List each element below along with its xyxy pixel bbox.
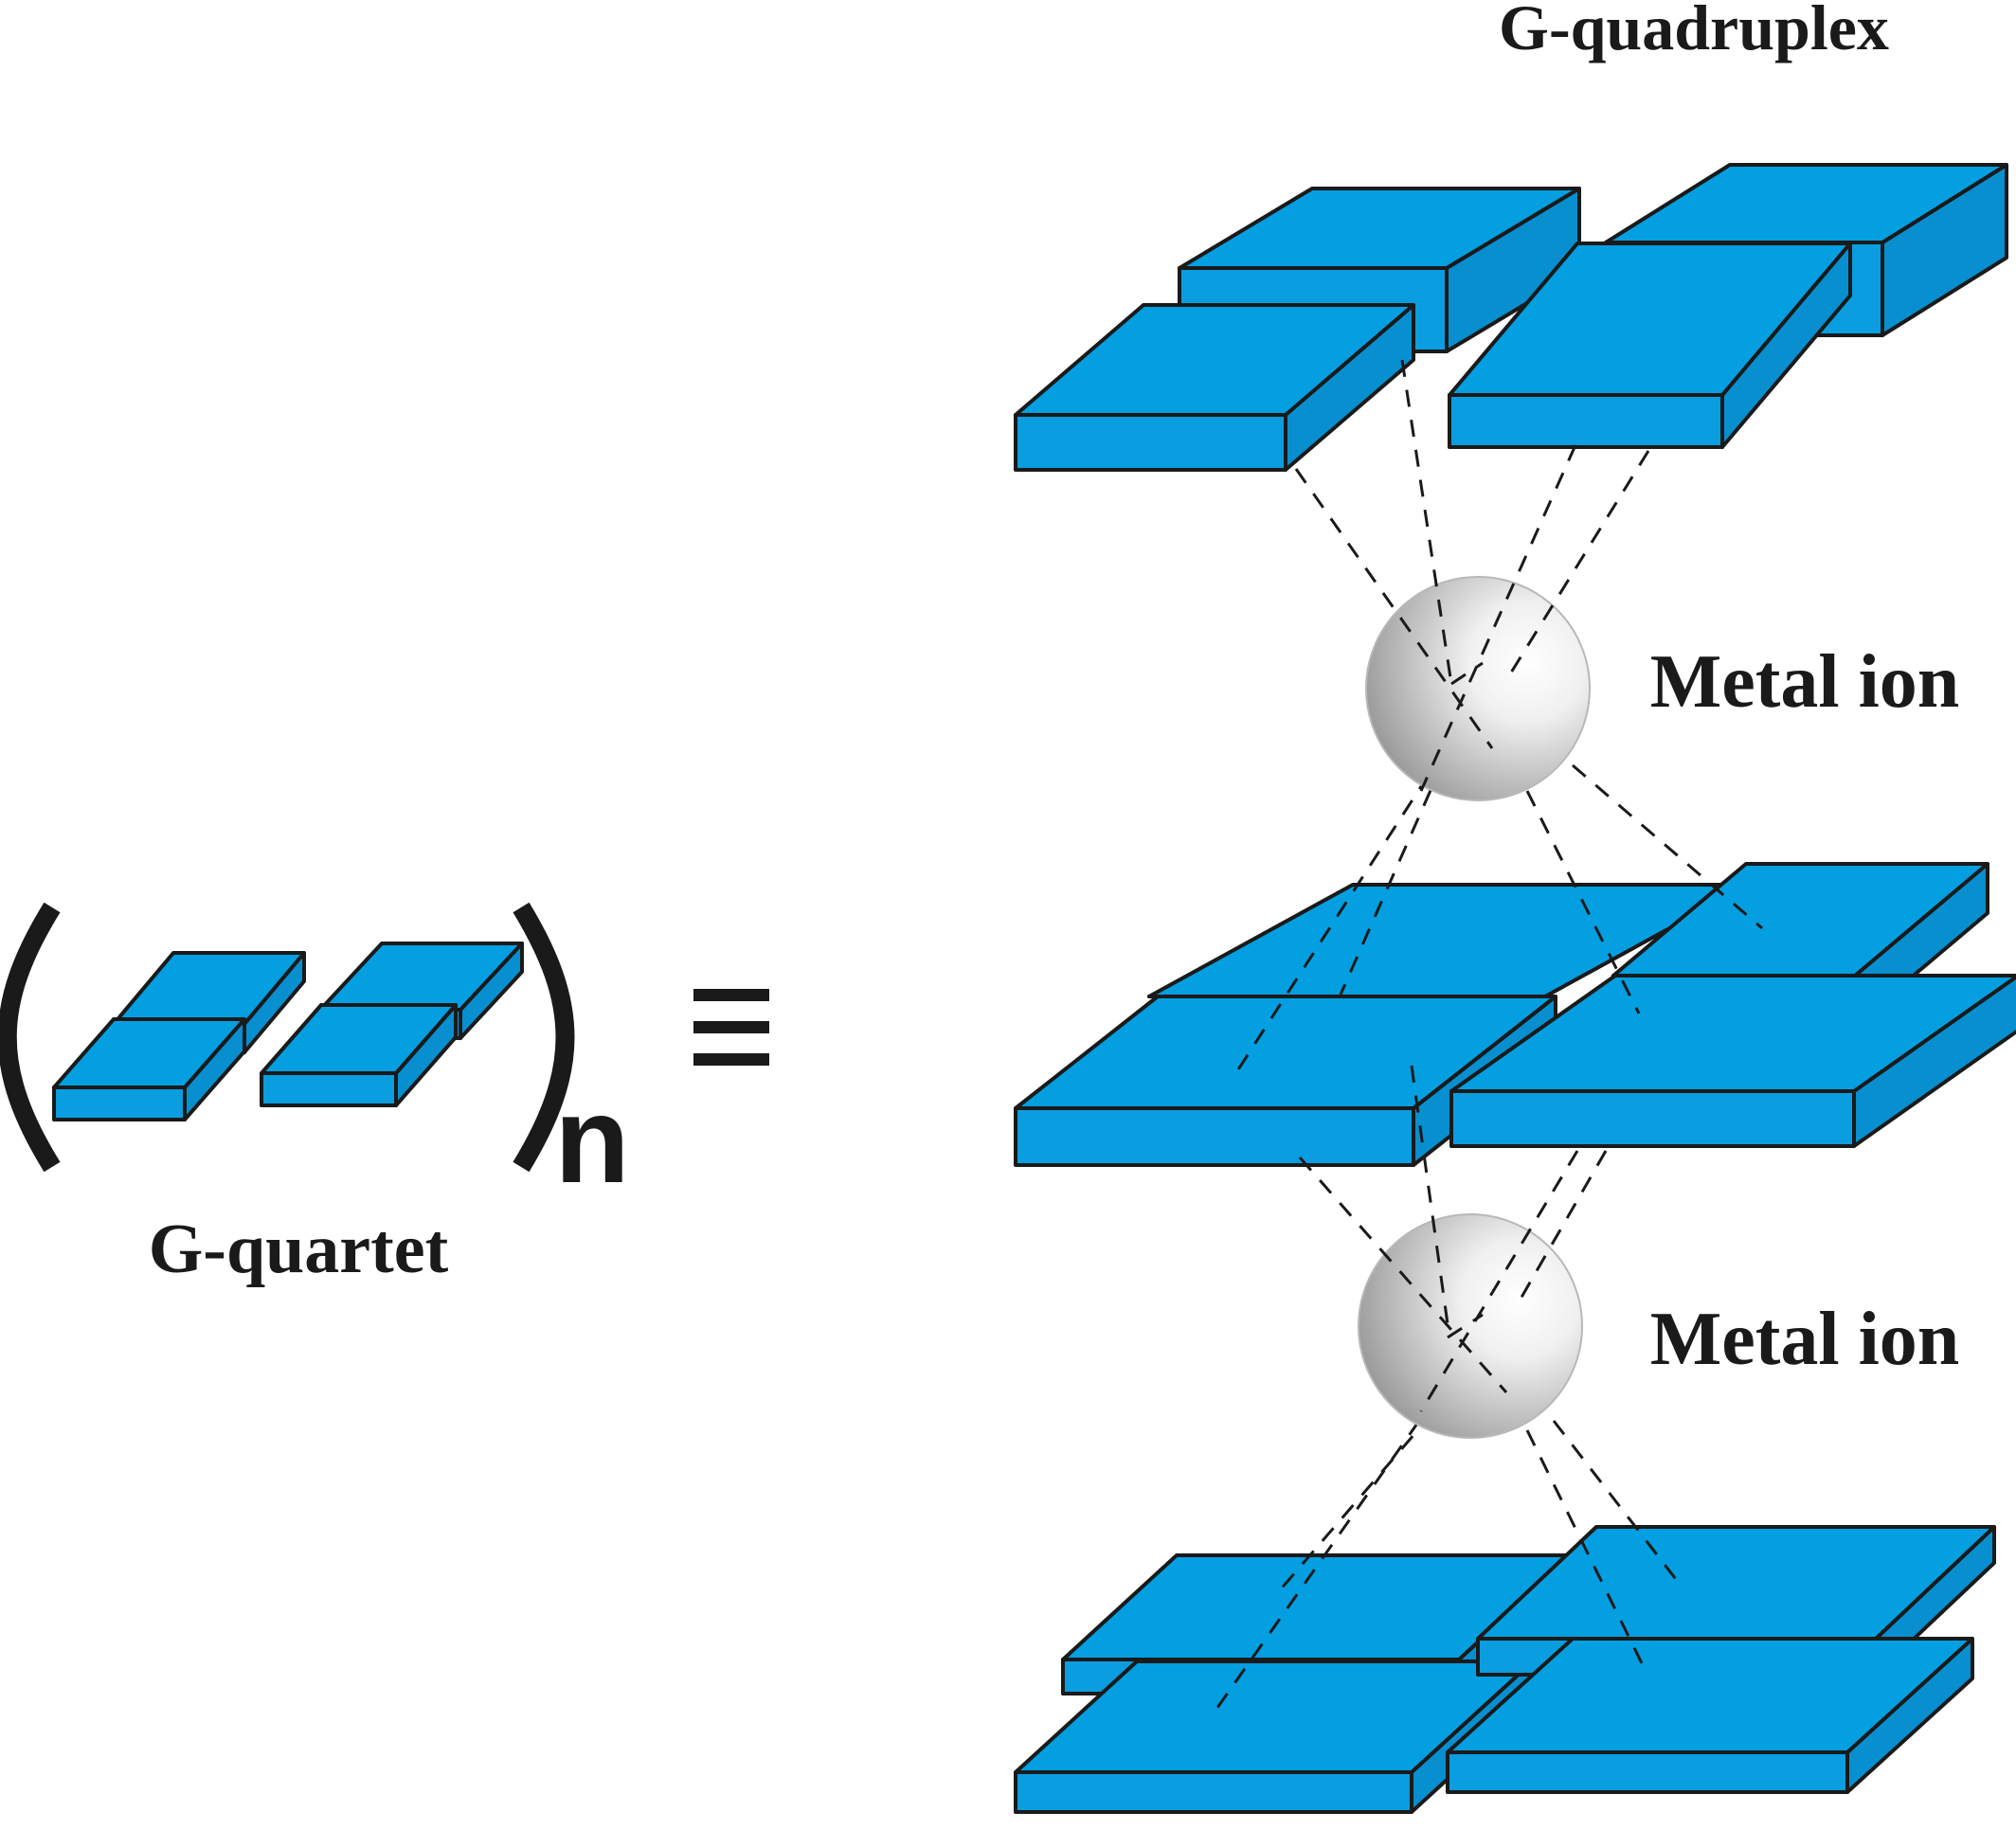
- dash-lower-center: [1447, 1313, 1484, 1339]
- dash-mid-left-inner: [1410, 1065, 1451, 1338]
- middle-layer-left-front: [1014, 995, 1557, 1167]
- g-quartet-formula: n G-quartet: [0, 902, 769, 1288]
- bottom-layer-right-front-front: [1446, 1750, 1849, 1794]
- ion-coordination-lines: [1211, 762, 1763, 1715]
- left-parenthesis: [0, 902, 61, 1173]
- top-layer-left-back-top: [1178, 187, 1581, 270]
- dash-mid-right-inner: [1419, 1150, 1579, 1412]
- top-layer-right-front-front: [1448, 393, 1724, 449]
- metal-ion-lower: [1358, 1213, 1583, 1439]
- bottom-layer-left-front-front: [1014, 1770, 1413, 1814]
- quartet-slab-left-front: [52, 1017, 246, 1121]
- top-layer-left-front-top: [1014, 303, 1415, 417]
- top-layer-left-front: [1014, 303, 1415, 472]
- quartet-slab-left-front-top: [52, 1017, 246, 1089]
- dash-lower-right-2: [1552, 1420, 1683, 1588]
- g-quartet-slabs: [52, 942, 524, 1121]
- dash-top-right-outer: [1509, 450, 1650, 673]
- g-quartet-label: G-quartet: [149, 1211, 449, 1288]
- quartet-slab-right-front-top: [260, 1003, 458, 1075]
- metal-ion-label-lower: Metal ion: [1650, 1298, 1960, 1381]
- metal-ion-upper: [1365, 576, 1591, 801]
- ion-coordination-lines-front: [1294, 359, 1650, 1412]
- quartet-slab-left-front-front: [52, 1085, 187, 1121]
- bottom-layer-right-front: [1446, 1637, 1974, 1794]
- metal-ion-label-upper: Metal ion: [1650, 640, 1960, 724]
- dash-top-left-inner: [1400, 359, 1453, 685]
- quartet-slab-right-front: [260, 1003, 458, 1107]
- middle-layer-left-front-front: [1014, 1106, 1415, 1167]
- dash-lower-right-1: [1525, 1429, 1646, 1668]
- middle-layer-right-front: [1449, 974, 2016, 1148]
- g-quadruplex-title: G-quadruplex: [1499, 0, 1889, 63]
- subscript-n: n: [554, 1070, 629, 1209]
- bottom-layer-right-front-top: [1446, 1637, 1974, 1754]
- dash-upper-mid-left-2: [1339, 762, 1445, 996]
- right-parenthesis: [513, 902, 575, 1173]
- dash-lower-left-2: [1277, 1412, 1434, 1592]
- top-layer-right-front-top: [1448, 242, 1852, 397]
- equivalence-symbol: [693, 989, 769, 1066]
- dash-upper-mid-right-1: [1525, 790, 1641, 1014]
- dash-top-right-inner: [1419, 444, 1577, 792]
- dash-mid-left-outer: [1298, 1157, 1508, 1393]
- middle-layer-right-front-front: [1449, 1089, 1856, 1148]
- top-layer-right-front: [1448, 242, 1852, 449]
- dash-upper-mid-right-2: [1572, 763, 1763, 930]
- g-quadruplex-stack: [1014, 163, 2016, 1814]
- middle-layer-right-front-top: [1449, 974, 2016, 1093]
- quartet-slab-right-front-front: [260, 1071, 398, 1107]
- top-layer-left-front-front: [1014, 413, 1287, 472]
- dash-upper-center: [1450, 661, 1484, 686]
- middle-layer-left-front-top: [1014, 995, 1557, 1110]
